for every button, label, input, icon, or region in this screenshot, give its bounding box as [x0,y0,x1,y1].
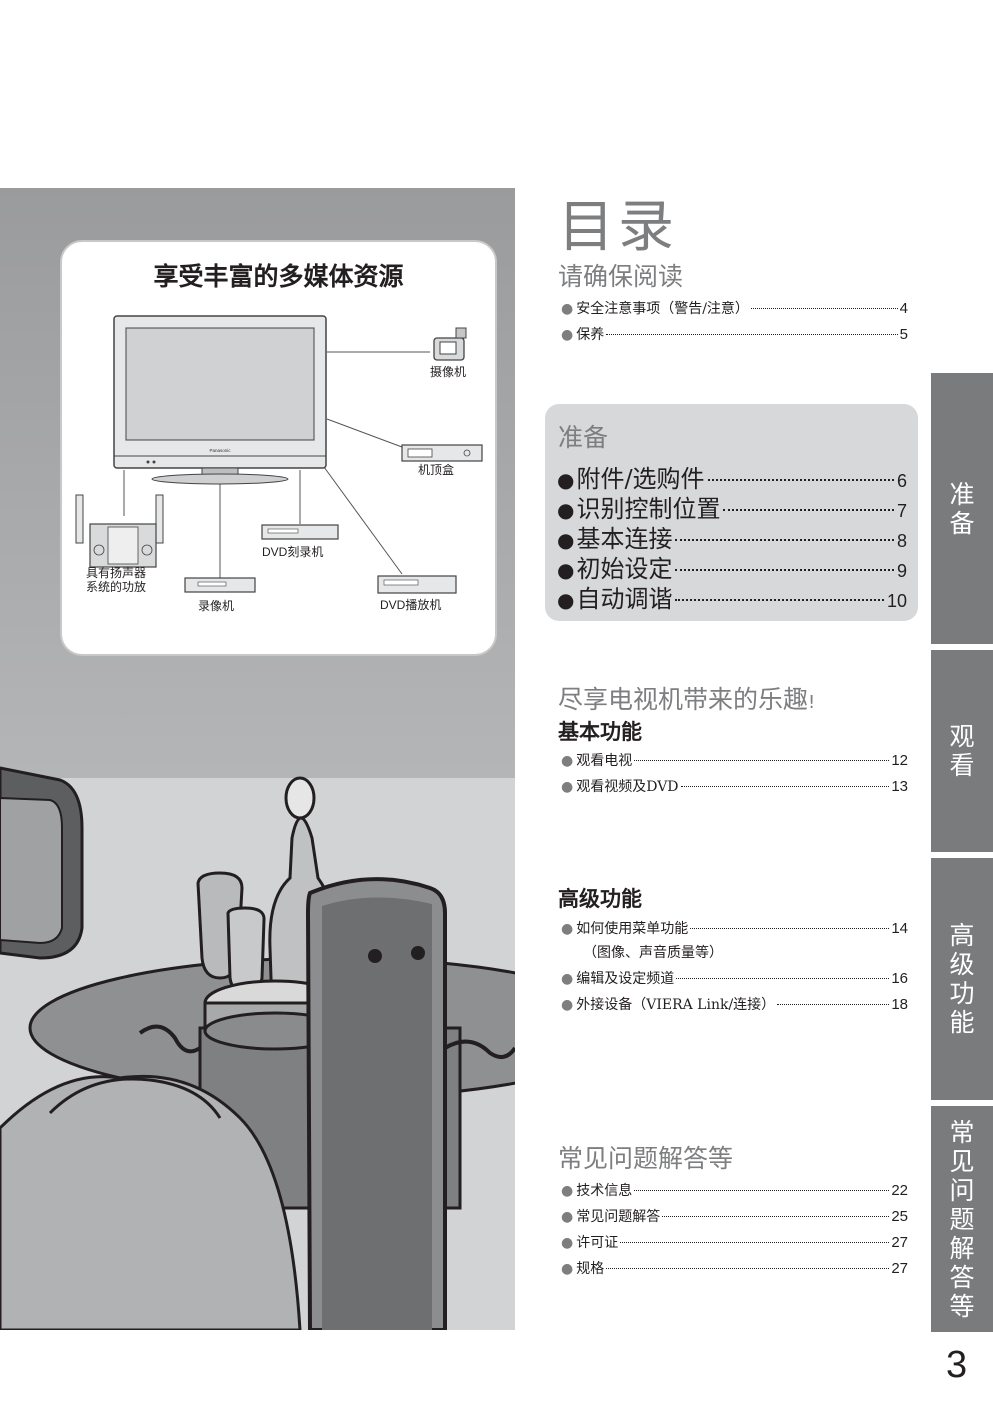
section-title-read-first: 请确保阅读 [558,262,684,291]
camcorder-label: 摄像机 [430,365,467,379]
preparation-section-box [545,404,918,621]
page-title: 目录 [558,195,678,260]
side-tab-preparation[interactable]: 准备 [931,373,993,644]
tv-illustration: Panasonic [113,315,327,485]
section-title-preparation: 准备 [558,423,609,452]
page-number: 3 [946,1344,968,1386]
speaker-system-label: 具有扬声器 系统的功放 [85,566,146,594]
vcr-label: 录像机 [198,599,235,613]
toc-item[interactable]: ●安全注意事项（警告/注意）4 [561,300,908,317]
side-tab-advanced[interactable]: 高级功能 [931,858,993,1100]
side-tab-viewing[interactable]: 观看 [931,650,993,852]
stb-label: 机顶盒 [418,463,455,477]
dvd-recorder-illustration [261,524,339,540]
dvd-recorder-label: DVD刻录机 [262,545,324,559]
dvd-player-illustration [377,575,457,594]
vcr-illustration [184,577,256,593]
living-room-illustration [0,766,515,1330]
dvd-player-label: DVD播放机 [380,598,442,612]
stb-illustration [401,444,483,462]
tv-brand-label: Panasonic [209,448,231,453]
speaker-system-illustration [75,494,164,568]
section-title-faq: 常见问题解答等 [558,1144,734,1173]
subsection-title-advanced: 高级功能 [558,887,642,911]
toc-item[interactable]: ●外接设备（VIERA Link/连接）18 [561,996,908,1013]
subsection-title-basic: 基本功能 [558,720,642,744]
toc-item-continuation: （图像、声音质量等） [583,945,723,961]
camcorder-illustration [433,327,467,361]
side-tab-faq[interactable]: 常见问题解答等 [931,1106,993,1332]
diagram-title: 享受丰富的多媒体资源 [153,262,404,291]
connection-diagram-box: 享受丰富的多媒体资源 Panasonic [60,240,497,656]
section-title-enjoy: 尽享电视机带来的乐趣! [558,685,816,714]
connection-diagram: Panasonic [75,315,483,594]
